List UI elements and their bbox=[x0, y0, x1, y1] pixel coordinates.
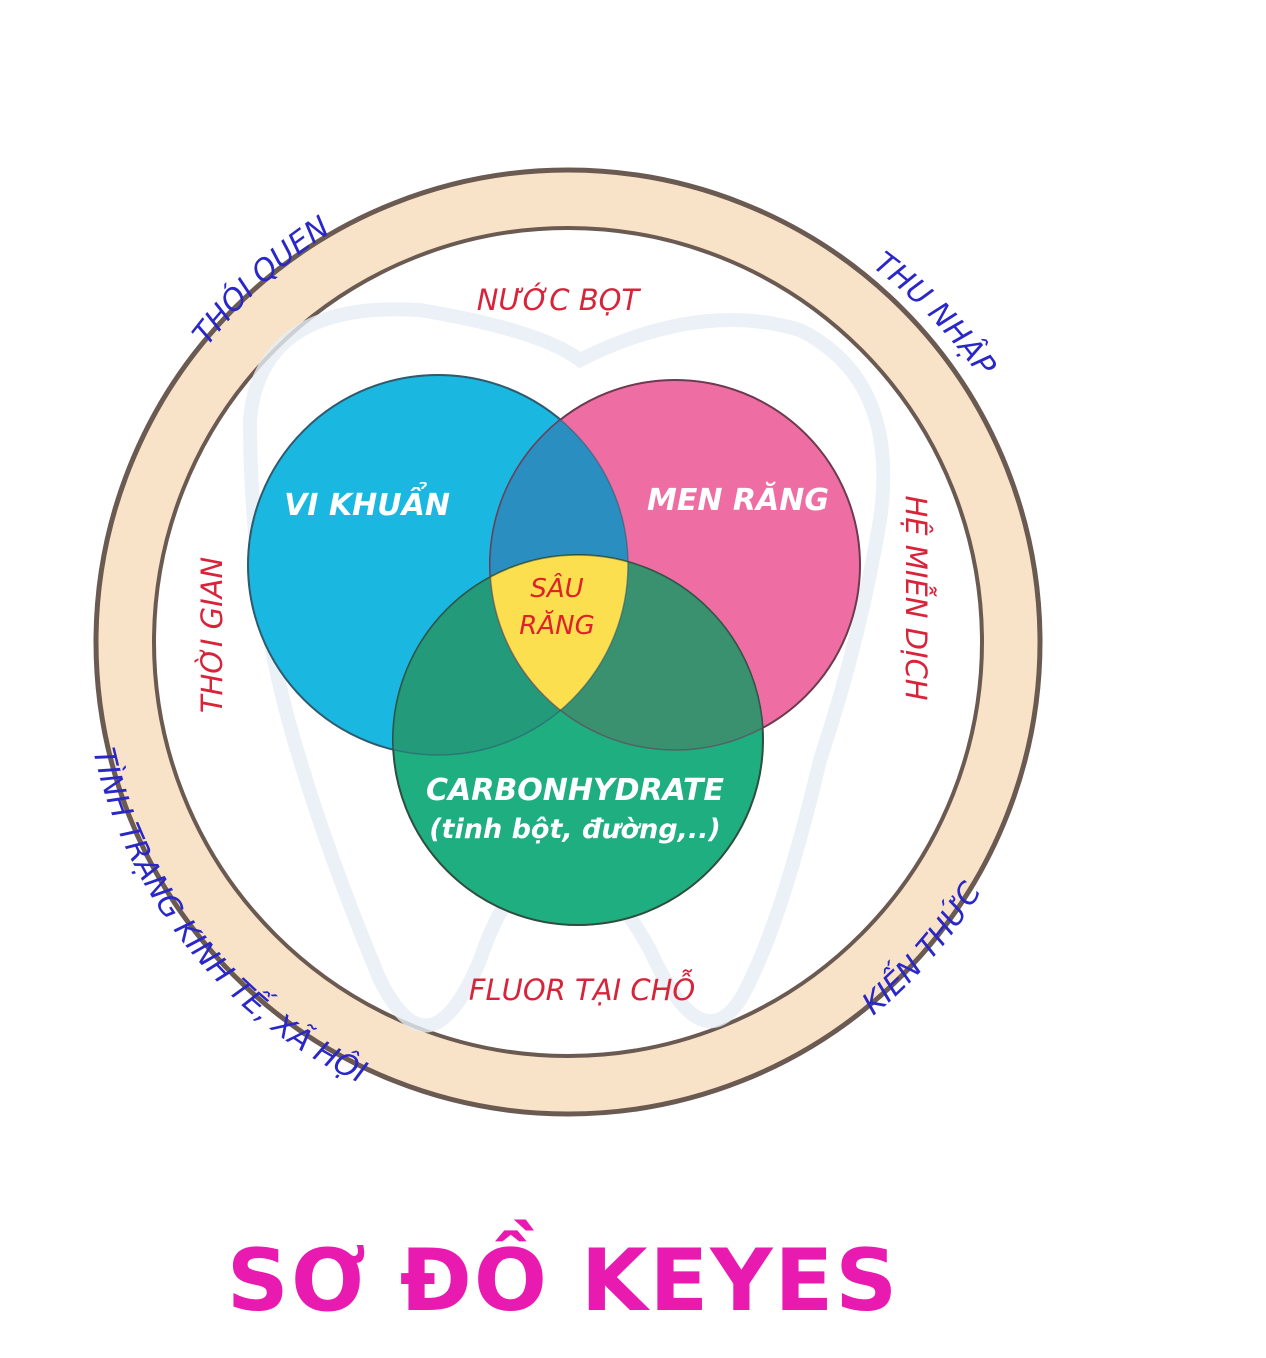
center-overlap bbox=[490, 555, 628, 750]
carbohydrate-sublabel: (tinh bột, đường,..) bbox=[429, 814, 721, 845]
center-label-line1: SÂU bbox=[530, 572, 583, 604]
immune-label: HỆ MIỄN DỊCH bbox=[899, 495, 936, 700]
venn-circles bbox=[247, 374, 861, 926]
center-label-line2: RĂNG bbox=[519, 609, 594, 641]
diagram-title: SƠ ĐỒ KEYES bbox=[227, 1219, 899, 1331]
fluoride-label: FLUOR TẠI CHỖ bbox=[469, 970, 695, 1007]
enamel-label: MEN RĂNG bbox=[647, 481, 829, 518]
carbohydrate-label: CARBONHYDRATE bbox=[426, 773, 724, 808]
tooth-watermark bbox=[242, 302, 891, 1033]
bacteria-label: VI KHUẨN bbox=[284, 482, 450, 523]
saliva-label: NƯỚC BỌT bbox=[477, 283, 642, 317]
time-label: THỜI GIAN bbox=[195, 557, 229, 713]
